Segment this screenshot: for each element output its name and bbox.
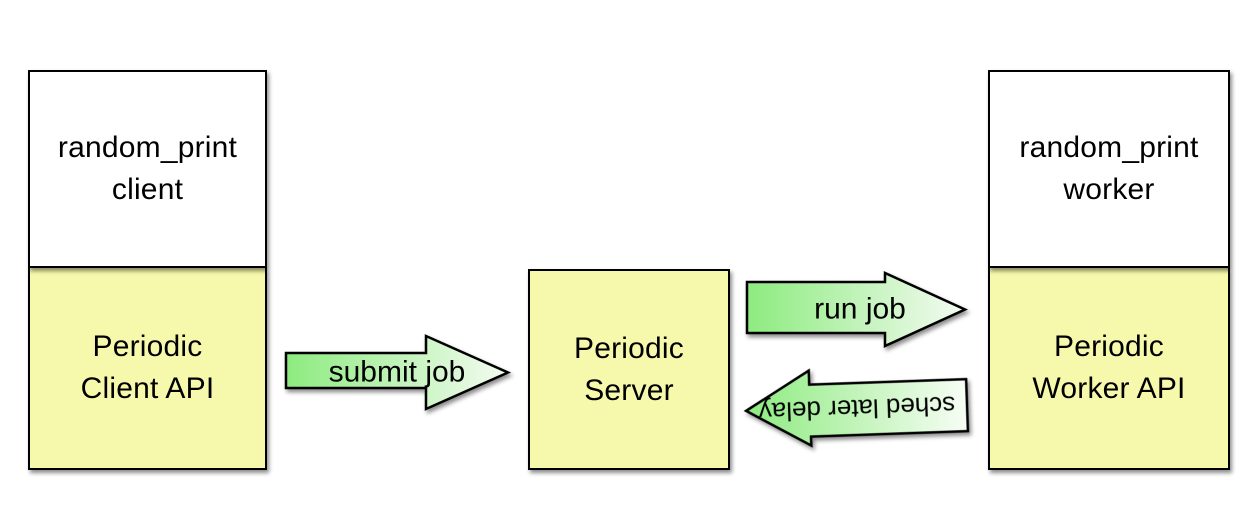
client-api-box: Periodic Client API bbox=[28, 268, 267, 470]
worker-node-title: random_print worker bbox=[1019, 131, 1199, 206]
sched-later-delay-arrow-label: sched later delay bbox=[758, 391, 955, 428]
run-job-arrow-svg: run job bbox=[745, 271, 969, 348]
sched-later-delay-arrow: sched later delay bbox=[743, 363, 971, 450]
submit-job-arrow-label: submit job bbox=[329, 356, 466, 389]
server-label: Periodic Server bbox=[574, 331, 684, 407]
left-arrow-shape bbox=[743, 368, 970, 448]
submit-job-arrow-svg: submit job bbox=[284, 334, 512, 411]
worker-api-label: Periodic Worker API bbox=[1032, 330, 1186, 405]
client-node-title: random_print client bbox=[57, 131, 238, 206]
worker-api-box: Periodic Worker API bbox=[988, 268, 1230, 470]
right-arrow-shape bbox=[745, 271, 969, 348]
worker-node-title-box: random_print worker bbox=[988, 70, 1230, 268]
submit-job-arrow: submit job bbox=[284, 334, 512, 411]
client-node-title-box: random_print client bbox=[28, 70, 267, 268]
sched-later-delay-arrow-svg: sched later delay bbox=[743, 368, 970, 448]
server-box: Periodic Server bbox=[528, 269, 730, 470]
run-job-arrow-label: run job bbox=[814, 293, 906, 326]
run-job-arrow: run job bbox=[745, 271, 969, 348]
right-arrow-shape bbox=[284, 334, 512, 411]
client-api-label: Periodic Client API bbox=[80, 330, 215, 405]
